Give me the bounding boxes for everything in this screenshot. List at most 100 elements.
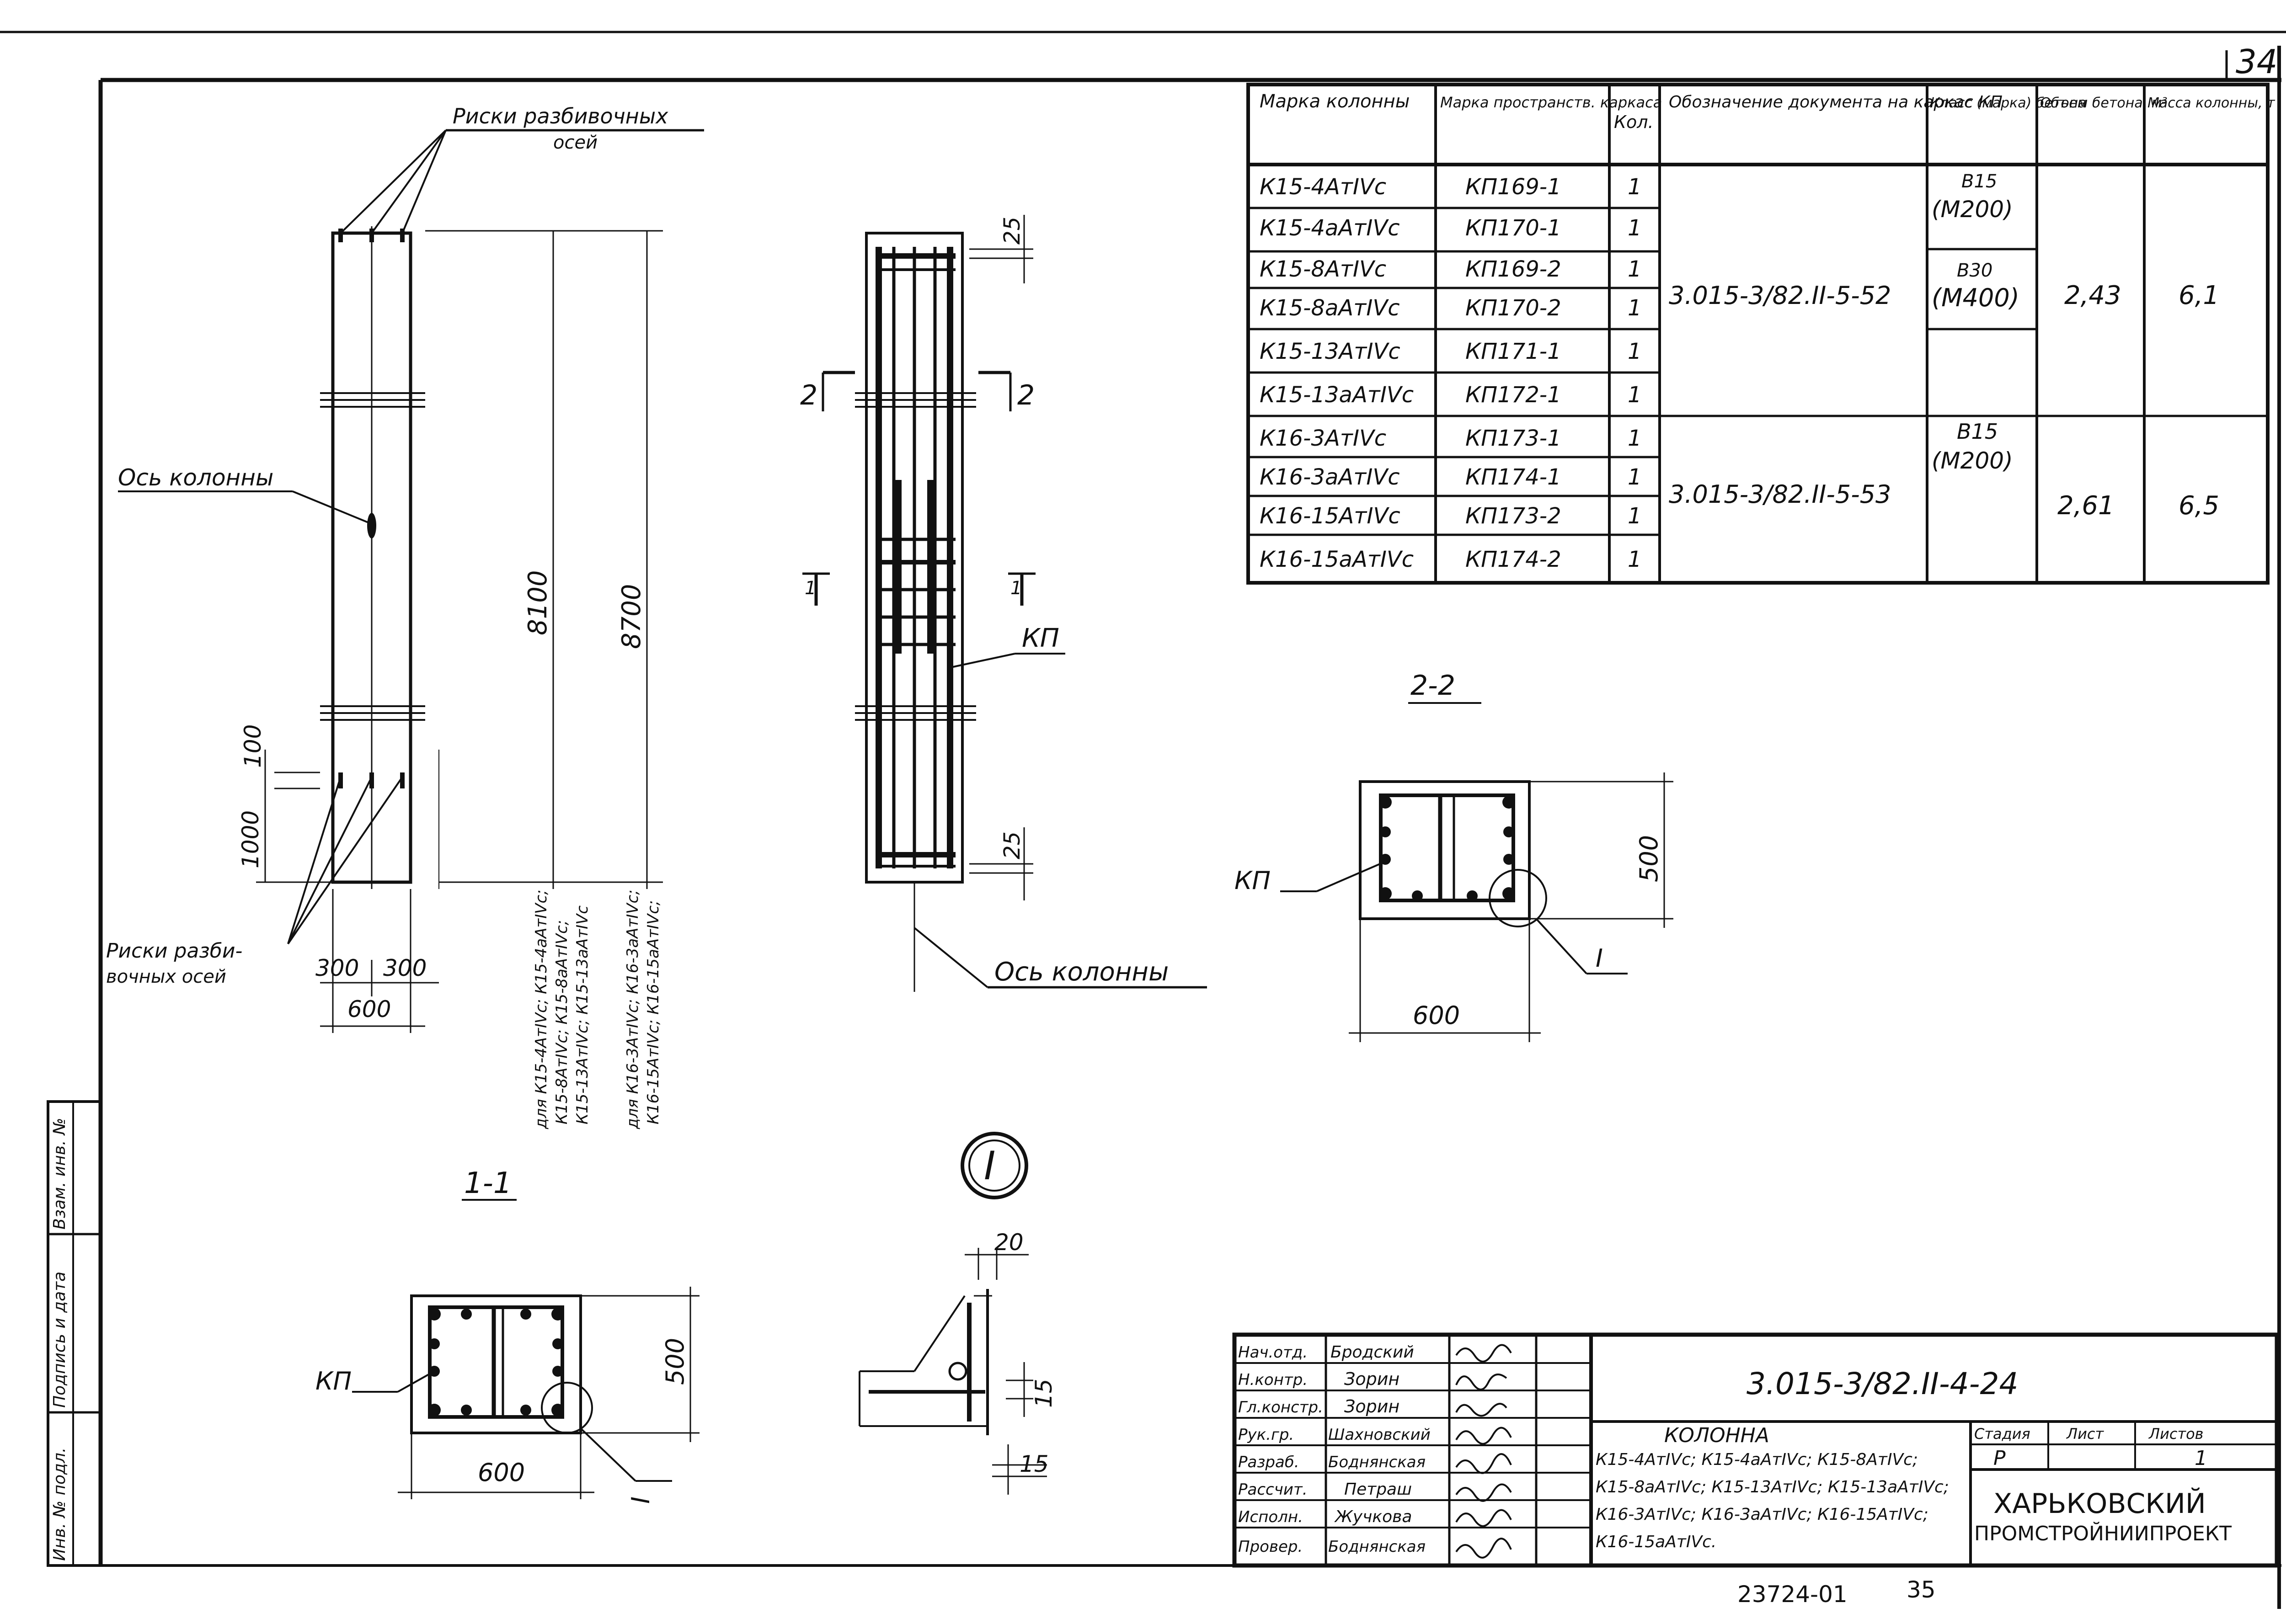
note-8100-b: К15-8АтIVс; К15-8аАтIVс; xyxy=(553,920,571,1124)
section-1-title: 1-1 xyxy=(464,1166,512,1200)
spec-header-volume: Объем бетона, м³ xyxy=(2040,95,2167,111)
spec-class-2b: (М400) xyxy=(1932,283,2019,312)
section-1-kp-label: КП xyxy=(315,1367,352,1395)
section-2-callout: I xyxy=(1596,944,1603,973)
title-block-grid xyxy=(1232,1332,2279,1568)
cage-dimensions xyxy=(969,215,1033,900)
spec-row-7-col: К16-3АтIVс xyxy=(1260,426,1386,451)
spec-row-10-col: К16-15аАтIVс xyxy=(1260,547,1414,572)
spec-header-class: Класс (марка) бетона xyxy=(1930,95,2087,111)
tb-role-2: Н.контр. xyxy=(1238,1371,1308,1389)
axis-marks-bottom-leader xyxy=(287,776,403,945)
spec-class-2a: В30 xyxy=(1957,260,1992,281)
tb-item-line-1: К15-4АтIVс; К15-4аАтIVс; К15-8АтIVс; xyxy=(1596,1450,1918,1469)
spec-row-10-qty: 1 xyxy=(1628,547,1642,572)
page-number: 34 xyxy=(2236,43,2278,81)
side-stamp-cell-2: Подпись и дата xyxy=(50,1272,69,1408)
tb-name-4: Шахновский xyxy=(1328,1426,1431,1444)
spec-row-3-col: К15-8АтIVс xyxy=(1260,256,1386,282)
spec-table-grid xyxy=(1246,83,2270,585)
spec-row-2-kp: КП170-1 xyxy=(1465,215,1561,241)
tb-sheets-value: 1 xyxy=(2195,1447,2207,1470)
dim-8700: 8700 xyxy=(617,584,646,649)
spec-row-8-kp: КП174-1 xyxy=(1465,464,1561,490)
spec-row-9-kp: КП173-2 xyxy=(1465,503,1561,529)
section-1-right: 1 xyxy=(1010,578,1022,599)
axis-marks-bottom-label-2: вочных осей xyxy=(106,966,226,987)
note-8100-a: для К15-4АтIVс; К15-4аАтIVс; xyxy=(532,889,550,1129)
spec-header-doc: Обозначение документа на каркас КП xyxy=(1669,93,2003,112)
detail-mark xyxy=(961,1132,1028,1199)
cage-axis-leader xyxy=(913,927,988,988)
tb-name-3: Зорин xyxy=(1344,1396,1399,1416)
section-mark-1-1 xyxy=(802,572,1036,606)
side-stamp-cell-1: Взам. инв. № xyxy=(50,1118,69,1230)
detail-dim-15-top: 15 xyxy=(1031,1379,1057,1408)
tb-role-7: Исполн. xyxy=(1238,1508,1303,1526)
cage-dim-25-top: 25 xyxy=(999,217,1025,245)
spec-row-5-col: К15-13АтIVс xyxy=(1260,339,1400,364)
tb-name-1: Бродский xyxy=(1330,1343,1414,1362)
axis-marks-bottom-label: Риски разби- xyxy=(106,939,242,963)
spec-header-mass: Масса колонны, т xyxy=(2147,95,2275,111)
section-1-callout: I xyxy=(626,1496,655,1504)
cage-dim-25-bottom: 25 xyxy=(999,831,1025,859)
tb-name-6: Петраш xyxy=(1344,1480,1412,1499)
spec-row-8-qty: 1 xyxy=(1628,464,1642,490)
note-8700-b: К16-15АтIVс; К16-15аАтIVс; xyxy=(644,900,662,1124)
spec-row-4-col: К15-8аАтIVс xyxy=(1260,295,1400,321)
spec-row-6-qty: 1 xyxy=(1628,382,1642,408)
spec-volume-1: 2,43 xyxy=(2064,281,2121,310)
section-2-right: 2 xyxy=(1017,379,1035,411)
dim-1000: 1000 xyxy=(237,810,264,868)
spec-header-qty: Кол. xyxy=(1614,112,1654,132)
spec-header-kp-mark: Марка пространств. каркаса xyxy=(1440,94,1662,111)
tb-item-title: КОЛОННА xyxy=(1664,1424,1769,1447)
tb-name-8: Боднянская xyxy=(1328,1538,1426,1556)
spec-volume-2: 2,61 xyxy=(2057,491,2115,521)
title-block-roles: Нач.отд. Н.контр. Гл.констр. Рук.гр. Раз… xyxy=(1238,1343,1431,1556)
note-8100-c: К15-13АтIVс; К15-13аАтIVс xyxy=(573,905,592,1124)
dim-600: 600 xyxy=(347,996,391,1022)
column-dimensions xyxy=(256,230,663,1033)
detail-mark-label: I xyxy=(984,1143,995,1189)
tb-name-5: Боднянская xyxy=(1328,1453,1426,1471)
axis-marks-top-label-2: осей xyxy=(553,132,598,153)
section-1-dim-600: 600 xyxy=(478,1458,525,1487)
spec-row-9-col: К16-15АтIVс xyxy=(1260,503,1400,529)
tb-item-line-2: К15-8аАтIVс; К15-13АтIVс; К15-13аАтIVс; xyxy=(1596,1478,1949,1496)
spec-row-1-qty: 1 xyxy=(1628,174,1642,200)
tb-sheets-label: Листов xyxy=(2148,1425,2204,1443)
section-2-left: 2 xyxy=(800,379,817,411)
tb-name-2: Зорин xyxy=(1344,1369,1399,1389)
spec-row-4-qty: 1 xyxy=(1628,295,1642,321)
bottom-page: 35 xyxy=(1907,1576,1936,1603)
section-2-kp-label: КП xyxy=(1234,866,1271,895)
spec-row-1-col: К15-4АтIVс xyxy=(1260,174,1386,200)
tb-role-5: Разраб. xyxy=(1238,1453,1299,1471)
section-2-drawing xyxy=(1280,772,1673,1042)
spec-rows: К15-4АтIVс КП169-1 1 К15-4аАтIVс КП170-1… xyxy=(1260,174,1642,572)
spec-class-1a: В15 xyxy=(1961,171,1997,192)
side-stamp-cell-3: Инв. № подл. xyxy=(50,1448,69,1561)
tb-role-1: Нач.отд. xyxy=(1238,1343,1308,1362)
tb-org-line-2: ПРОМСТРОЙНИИПРОЕКТ xyxy=(1974,1521,2232,1545)
tb-role-3: Гл.констр. xyxy=(1238,1398,1323,1416)
note-8700-a: для К16-3АтIVс; К16-3аАтIVс; xyxy=(624,889,642,1129)
cage-axis-label: Ось колонны xyxy=(994,957,1169,987)
spec-row-2-qty: 1 xyxy=(1628,215,1642,241)
spec-class-1b: (М200) xyxy=(1932,196,2013,223)
spec-row-1-kp: КП169-1 xyxy=(1465,174,1561,200)
bottom-code: 23724-01 xyxy=(1737,1581,1848,1608)
section-1-dim-500: 500 xyxy=(661,1338,689,1385)
spec-row-7-qty: 1 xyxy=(1628,426,1642,451)
section-2-dim-600: 600 xyxy=(1413,1001,1460,1030)
axis-marks-top-label: Риски разбивочных xyxy=(453,104,668,128)
tb-stage-label: Стадия xyxy=(1974,1425,2030,1443)
tb-stage-value: Р xyxy=(1993,1447,2006,1470)
section-1-drawing xyxy=(352,1287,700,1499)
section-mark-2-2 xyxy=(822,371,1012,411)
tb-sheet-label: Лист xyxy=(2066,1425,2104,1443)
detail-drawing xyxy=(859,1248,1047,1495)
